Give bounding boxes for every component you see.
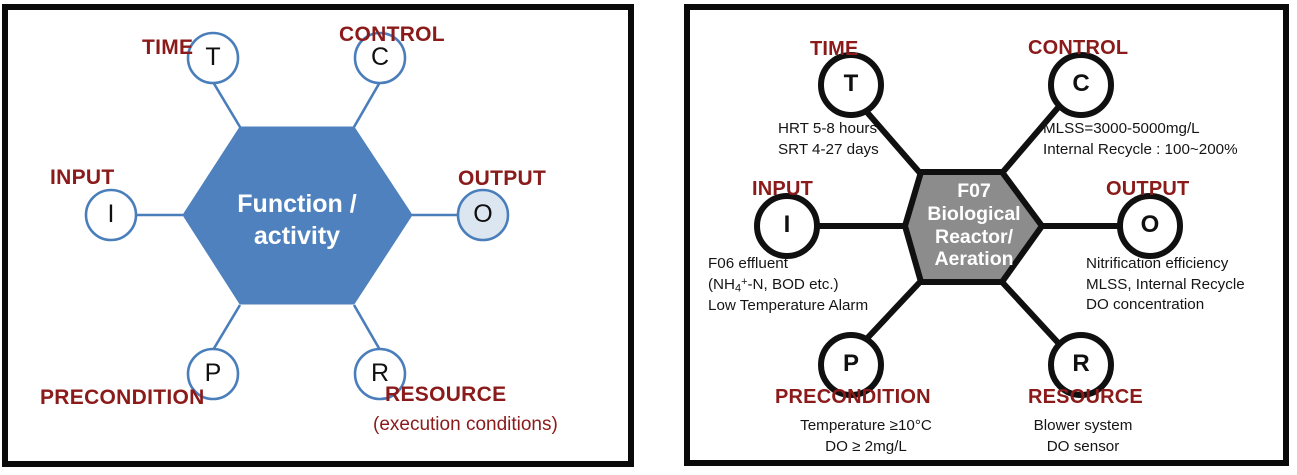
category-label-resource: RESOURCE	[385, 383, 507, 406]
node-circle-resource[interactable]	[1048, 332, 1114, 398]
connector-time	[211, 81, 242, 128]
node-letter-time: T	[843, 70, 859, 97]
detail-input-line1: F06 effluent	[708, 255, 788, 272]
node-letter-control: C	[1072, 70, 1090, 97]
connector-precondition	[211, 304, 242, 351]
node-letter-input: I	[783, 211, 791, 238]
node-letter-output: O	[473, 200, 493, 228]
connector-control	[999, 101, 1065, 175]
category-label-precondition: PRECONDITION	[775, 386, 931, 408]
detail-precondition-line1: Temperature ≥10°C	[800, 417, 932, 434]
detail-input-line3: Low Temperature Alarm	[708, 296, 869, 314]
node-letter-resource: R	[370, 359, 390, 387]
connector-resource	[999, 279, 1065, 350]
node-circle-time[interactable]	[818, 52, 884, 118]
detail-block-time: HRT 5-8 hours SRT 4-27 days	[778, 119, 879, 160]
connector-precondition	[856, 279, 923, 350]
detail-block-precondition: Temperature ≥10°C DO ≥ 2mg/L	[766, 416, 966, 457]
node-circle-control[interactable]	[353, 31, 407, 85]
category-label-time: TIME	[810, 38, 859, 60]
node-circle-precondition[interactable]	[186, 347, 240, 401]
node-circle-resource[interactable]	[353, 347, 407, 401]
node-circle-output[interactable]	[456, 188, 510, 242]
connector-control	[352, 81, 382, 128]
detail-block-input: F06 effluent (NH4+-N, BOD etc.) Low Temp…	[708, 254, 868, 316]
right-diagram-graphics	[754, 52, 1183, 398]
node-letter-resource: R	[1072, 350, 1090, 377]
category-label-time: TIME	[142, 36, 194, 59]
category-label-input: INPUT	[50, 166, 115, 189]
detail-time-line2: SRT 4-27 days	[778, 140, 879, 158]
detail-resource-line1: Blower system	[1033, 417, 1133, 434]
right-connectors	[808, 101, 1120, 350]
panel-template-hexagon: T C I O P R Function / activity TIME CON…	[2, 4, 634, 467]
left-connectors	[136, 81, 458, 351]
node-circle-time[interactable]	[186, 31, 240, 85]
center-hexagon	[902, 169, 1045, 285]
detail-output-line2: MLSS, Internal Recycle	[1086, 275, 1245, 293]
category-label-output: OUTPUT	[458, 167, 547, 190]
detail-control-line2: Internal Recycle : 100~200%	[1043, 140, 1238, 158]
category-label-resource: RESOURCE	[1028, 386, 1143, 408]
detail-block-control: MLSS=3000-5000mg/L Internal Recycle : 10…	[1043, 119, 1238, 160]
detail-control-line1: MLSS=3000-5000mg/L	[1043, 120, 1200, 137]
detail-output-line3: DO concentration	[1086, 296, 1205, 314]
node-circle-output[interactable]	[1117, 193, 1183, 259]
detail-block-resource: Blower system DO sensor	[1003, 416, 1163, 457]
category-label-output: OUTPUT	[1106, 178, 1190, 200]
connector-resource	[352, 304, 382, 351]
category-label-control: CONTROL	[339, 23, 445, 46]
category-label-control: CONTROL	[1028, 37, 1129, 59]
node-circle-control[interactable]	[1048, 52, 1114, 118]
center-hexagon	[182, 126, 413, 305]
node-letter-output: O	[1140, 211, 1160, 238]
node-letter-control: C	[370, 43, 390, 71]
detail-input-line2: (NH4+-N, BOD etc.)	[708, 275, 839, 295]
detail-block-output: Nitrification efficiency MLSS, Internal …	[1086, 254, 1245, 316]
node-letter-precondition: P	[842, 350, 859, 377]
category-label-input: INPUT	[752, 178, 813, 200]
left-diagram-graphics	[84, 31, 510, 401]
resource-subtitle: (execution conditions)	[373, 414, 558, 435]
connector-time	[856, 101, 923, 175]
detail-output-line1: Nitrification efficiency	[1086, 255, 1229, 272]
node-circle-precondition[interactable]	[818, 332, 884, 398]
node-letter-input: I	[107, 200, 115, 228]
detail-resource-line2: DO sensor	[1046, 437, 1120, 455]
category-label-precondition: PRECONDITION	[40, 386, 205, 409]
node-letter-time: T	[205, 43, 221, 71]
detail-time-line1: HRT 5-8 hours	[778, 120, 878, 137]
node-letter-precondition: P	[204, 359, 222, 387]
detail-precondition-line2: DO ≥ 2mg/L	[825, 437, 907, 455]
panel-f07-biological-reactor: T C I O P R F07 Biological Reactor/ Aera…	[684, 4, 1289, 466]
node-circle-input[interactable]	[84, 188, 138, 242]
node-circle-input[interactable]	[754, 193, 820, 259]
